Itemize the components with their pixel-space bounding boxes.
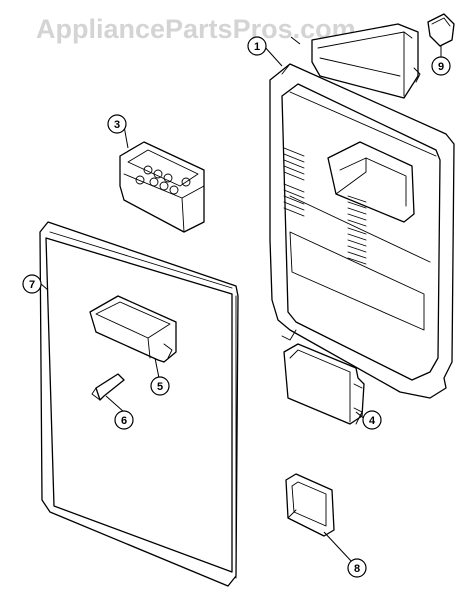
part-5-dairy-bin (89, 295, 177, 363)
upper-door-bin (311, 23, 421, 99)
leader-lines (40, 36, 442, 563)
part-3-egg-bin (119, 141, 205, 233)
callout-3: 3 (107, 114, 127, 134)
part-4-door-shelf-bin (283, 343, 365, 425)
part-8-bin (285, 473, 335, 537)
watermark-text: AppliancePartsPros.com (36, 14, 356, 44)
callout-label-7: 7 (29, 279, 35, 291)
part-7-door-gasket (39, 221, 239, 587)
part-1-door-liner (269, 63, 455, 399)
callout-8: 8 (347, 558, 367, 578)
callout-label-4: 4 (369, 415, 376, 427)
callout-label-1: 1 (254, 41, 260, 53)
callout-label-9: 9 (438, 61, 444, 73)
callout-1: 1 (247, 36, 267, 56)
callout-label-3: 3 (114, 119, 120, 131)
callout-5: 5 (150, 376, 170, 396)
callout-7: 7 (22, 274, 42, 294)
callout-4: 4 (362, 410, 382, 430)
callout-6: 6 (114, 410, 134, 430)
callout-9: 9 (431, 56, 451, 76)
callout-label-5: 5 (157, 381, 163, 393)
part-9-cap (427, 13, 455, 47)
callout-label-6: 6 (121, 415, 127, 427)
part-6-clip (91, 373, 125, 401)
callout-label-8: 8 (354, 563, 360, 575)
